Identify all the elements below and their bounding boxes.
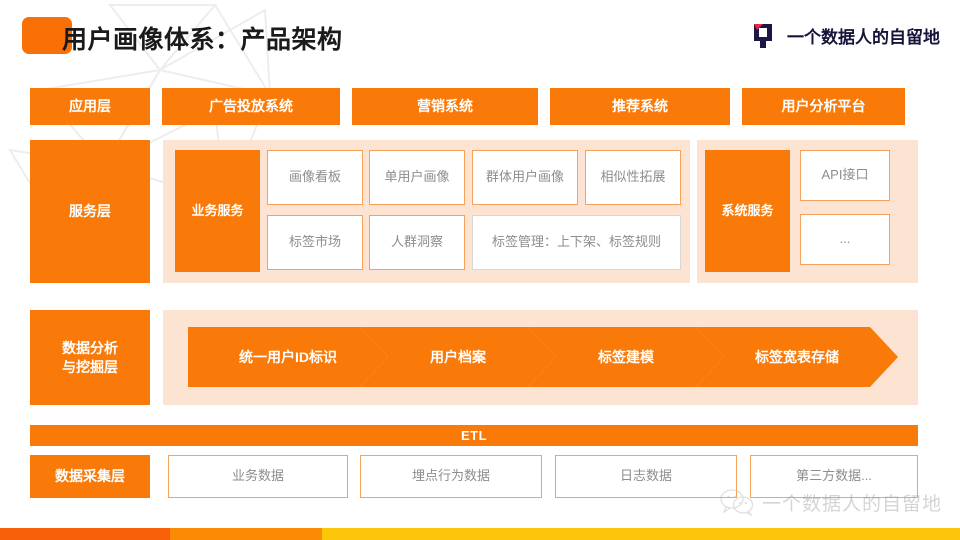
pipeline-step-tag-modeling[interactable]: 标签建模 bbox=[528, 327, 724, 387]
etl-bar: ETL bbox=[30, 425, 918, 446]
app-system-recommend[interactable]: 推荐系统 bbox=[550, 88, 730, 125]
service-card-crowd-insight[interactable]: 人群洞察 bbox=[369, 215, 465, 270]
page-title: 用户画像体系：产品架构 bbox=[62, 26, 343, 54]
business-service-label: 业务服务 bbox=[175, 150, 260, 272]
service-card-single-user-portrait[interactable]: 单用户画像 bbox=[369, 150, 465, 205]
app-system-ad[interactable]: 广告投放系统 bbox=[162, 88, 340, 125]
source-card-third-party-data[interactable]: 第三方数据... bbox=[750, 455, 918, 498]
title-accent-block bbox=[22, 17, 72, 54]
pipeline-step-unified-id[interactable]: 统一用户ID标识 bbox=[188, 327, 388, 387]
system-card-api[interactable]: API接口 bbox=[800, 150, 890, 201]
q-logo-icon bbox=[754, 24, 772, 48]
service-card-tag-management[interactable]: 标签管理：上下架、标签规则 bbox=[472, 215, 681, 270]
brand-name: 一个数据人的自留地 bbox=[787, 27, 940, 47]
analysis-label-line2: 与挖掘层 bbox=[62, 358, 118, 375]
bottom-strip-segment-1 bbox=[0, 528, 170, 540]
layer-label-collection: 数据采集层 bbox=[30, 455, 150, 498]
pipeline-step-user-profile[interactable]: 用户档案 bbox=[360, 327, 556, 387]
system-card-more[interactable]: ... bbox=[800, 214, 890, 265]
service-card-portrait-board[interactable]: 画像看板 bbox=[267, 150, 363, 205]
layer-label-application: 应用层 bbox=[30, 88, 150, 125]
bottom-strip-segment-3 bbox=[322, 528, 960, 540]
service-card-similarity-expansion[interactable]: 相似性拓展 bbox=[585, 150, 681, 205]
source-card-business-data[interactable]: 业务数据 bbox=[168, 455, 348, 498]
analysis-label-line1: 数据分析 bbox=[62, 339, 118, 356]
service-card-tag-market[interactable]: 标签市场 bbox=[267, 215, 363, 270]
layer-label-service: 服务层 bbox=[30, 140, 150, 283]
bottom-strip-segment-2 bbox=[170, 528, 322, 540]
brand: 一个数据人的自留地 bbox=[748, 18, 940, 52]
layer-label-analysis: 数据分析 与挖掘层 bbox=[30, 310, 150, 405]
service-card-group-user-portrait[interactable]: 群体用户画像 bbox=[472, 150, 578, 205]
app-system-marketing[interactable]: 营销系统 bbox=[352, 88, 538, 125]
source-card-tracking-data[interactable]: 埋点行为数据 bbox=[360, 455, 542, 498]
source-card-log-data[interactable]: 日志数据 bbox=[555, 455, 737, 498]
pipeline-step-tag-wide-table[interactable]: 标签宽表存储 bbox=[696, 327, 898, 387]
system-service-label: 系统服务 bbox=[705, 150, 790, 272]
app-system-user-analysis[interactable]: 用户分析平台 bbox=[742, 88, 905, 125]
